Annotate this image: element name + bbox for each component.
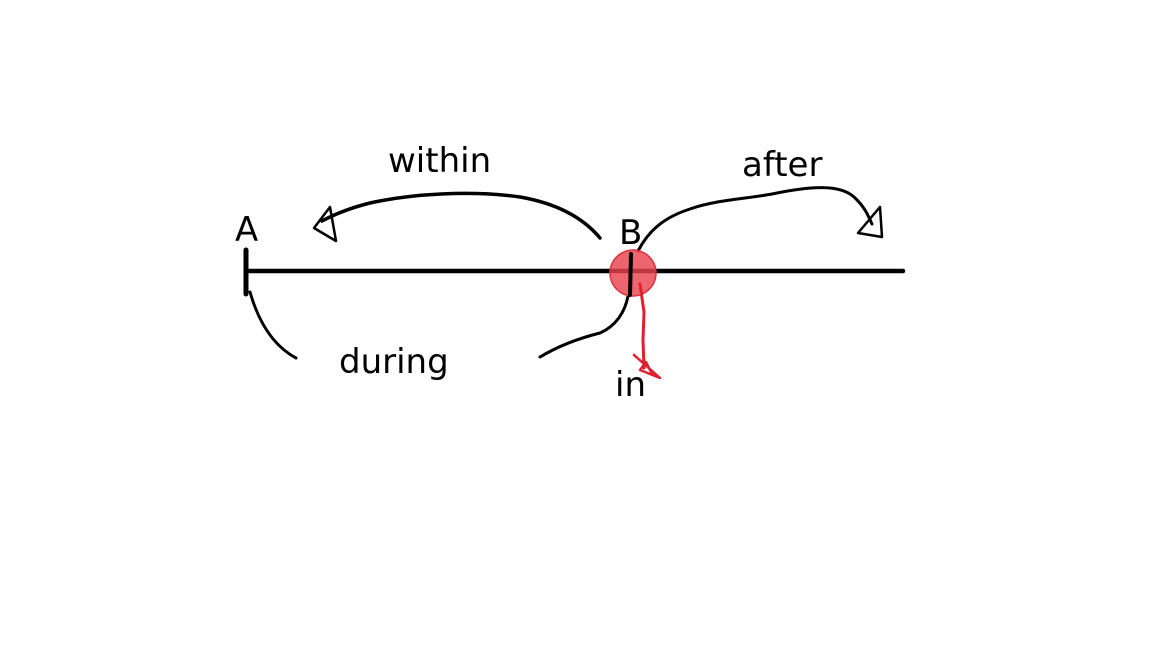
point-b-label: B <box>619 213 642 253</box>
point-b-tick <box>628 252 633 297</box>
in-arrow <box>638 282 646 370</box>
during-curve-right <box>538 294 630 359</box>
point-a-label: A <box>235 210 258 250</box>
point-b-highlight <box>609 249 657 297</box>
in-label: in <box>615 365 646 405</box>
within-arrowhead <box>312 205 338 243</box>
after-label: after <box>742 145 822 185</box>
during-label: during <box>339 342 449 382</box>
within-arrow <box>320 191 602 240</box>
in-arrowhead <box>632 353 662 380</box>
after-arrow <box>636 186 874 253</box>
after-arrowhead <box>856 205 884 239</box>
within-label: within <box>388 141 491 181</box>
during-curve-left <box>248 290 298 360</box>
